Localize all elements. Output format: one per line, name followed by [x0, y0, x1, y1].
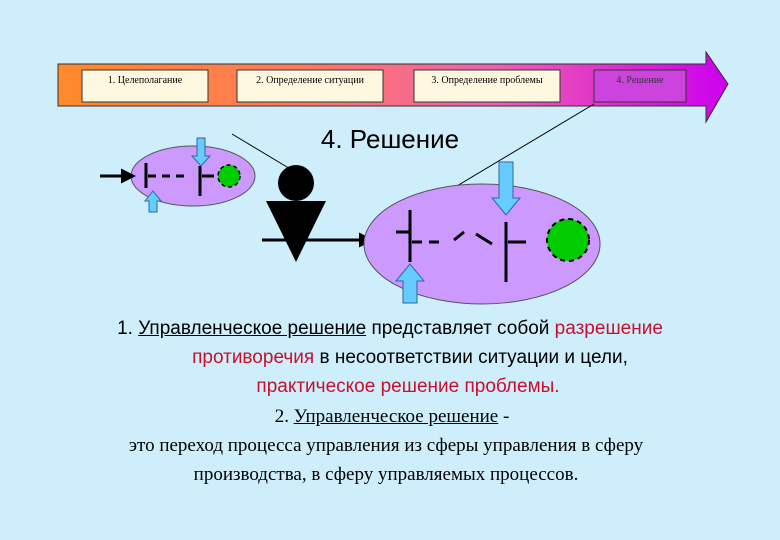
large-goal-circle — [546, 218, 590, 262]
small-bottom-input-arrow — [143, 190, 163, 213]
large-top-input-arrow — [490, 161, 522, 216]
definition-2-dash: - — [498, 406, 510, 427]
small-goal-circle — [217, 164, 241, 188]
definition-2-term: Управленческое решение — [293, 406, 499, 427]
definition-1-line-2: противоречия в несоответствии ситуации и… — [20, 347, 780, 369]
definition-2-line-3: производства, в сферу управляемых процес… — [193, 464, 579, 485]
step-box-2 — [236, 69, 384, 103]
section-heading: 4. Решение — [320, 124, 460, 154]
large-path-kink-up — [453, 230, 465, 242]
definition-2-number: 2. — [274, 406, 294, 427]
definition-1-emphasis: разрешение — [554, 318, 663, 339]
person-head — [278, 165, 314, 201]
definition-1-text-2: в несоответствии ситуации и цели, — [314, 347, 628, 368]
definition-1-line-1: 1. Управленческое решение представляет с… — [0, 318, 780, 340]
definition-2-line-1: 2. Управленческое решение - — [2, 406, 780, 428]
step-box-1 — [81, 69, 209, 103]
small-top-input-arrow — [190, 137, 212, 167]
large-path-kink-down — [475, 232, 493, 246]
definition-1-number: 1. — [117, 318, 139, 339]
step-label-1: 1. Целеполагание — [107, 75, 183, 86]
person-body — [266, 201, 326, 262]
connector-line-left — [231, 133, 293, 171]
definition-1-term: Управленческое решение — [138, 318, 367, 339]
definition-1-emphasis-2: противоречия — [192, 347, 315, 368]
large-situation-ellipse — [363, 183, 601, 305]
step-box-3 — [413, 69, 561, 103]
step-box-4 — [593, 69, 687, 103]
large-bottom-input-arrow — [394, 263, 426, 304]
definition-1-line-3: практическое решение проблемы. — [256, 376, 560, 397]
step-label-2: 2. Определение ситуации — [256, 75, 364, 86]
definition-1-text: представляет собой — [366, 318, 555, 339]
step-label-3: 3. Определение проблемы — [431, 75, 543, 86]
definition-2-line-2: это переход процесса управления из сферы… — [128, 435, 644, 456]
step-label-4: 4. Решение — [616, 75, 664, 86]
